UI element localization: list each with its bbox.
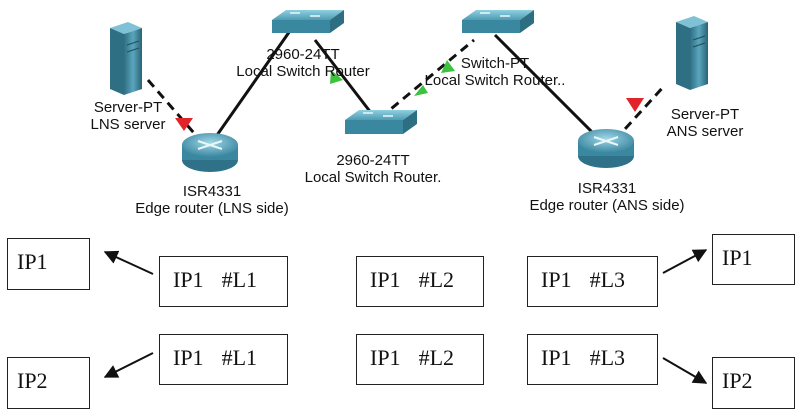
packet-ip: IP1 [541, 267, 572, 292]
ip-box-row2-left: IP2 [7, 357, 90, 409]
device-label-switch-top-left: 2960-24TT Local Switch Router [236, 46, 369, 80]
link-router-left-switch-top-left [213, 27, 294, 139]
router-icon[interactable] [182, 133, 238, 172]
packet-ip: IP1 [173, 345, 204, 370]
ip-box-row2-right: IP2 [712, 357, 795, 409]
link-server-left-router-left [146, 79, 202, 141]
switch-icon[interactable] [345, 110, 417, 134]
switch-icon[interactable] [462, 10, 534, 33]
ip-box-row1-left: IP1 [7, 238, 90, 290]
ip-label: IP2 [17, 368, 48, 393]
status-down-indicator [626, 98, 644, 112]
packet-tag-box-l2-row1: IP1 #L2 [356, 256, 484, 307]
status-up-indicator [414, 85, 428, 96]
device-label-router-left: ISR4331 Edge router (LNS side) [135, 183, 288, 217]
arrow-row1-right [662, 249, 708, 274]
device-description: LNS server [90, 116, 166, 133]
device-name: Switch-PT [460, 55, 530, 72]
ip-label: IP1 [17, 249, 48, 274]
ip-box-row1-right: IP1 [712, 234, 795, 285]
status-down-indicator [175, 118, 193, 131]
packet-ip: IP1 [370, 267, 401, 292]
arrow-row2-left [103, 352, 154, 378]
device-description: Edge router (ANS side) [529, 197, 685, 214]
device-label-switch-top-right: Switch-PT Local Switch Router.. [425, 55, 566, 89]
topology-canvas [110, 10, 708, 172]
links [146, 27, 667, 147]
packet-tag-box-l3-row2: IP1 #L3 [527, 334, 658, 385]
packet-label: #L2 [418, 345, 455, 370]
device-description: Local Switch Router. [304, 169, 442, 186]
arrow-row2-right [662, 357, 708, 384]
packet-ip: IP1 [173, 267, 204, 292]
packet-tag-box-l2-row2: IP1 #L2 [356, 334, 484, 385]
device-name: Server-PT [670, 106, 740, 123]
ip-label: IP1 [722, 245, 753, 270]
server-icon[interactable] [110, 22, 142, 95]
packet-label: #L1 [221, 345, 258, 370]
status-up-indicator [330, 70, 343, 84]
link-router-right-server-right [613, 83, 667, 142]
packet-label: #L3 [589, 345, 626, 370]
device-name: 2960-24TT [266, 46, 340, 63]
link-switch-mid-switch-top-right [379, 38, 475, 120]
device-name: ISR4331 [577, 180, 637, 197]
packet-label: #L1 [221, 267, 258, 292]
packet-tag-box-l1-row1: IP1 #L1 [159, 256, 288, 307]
device-description: Local Switch Router [236, 63, 370, 80]
device-label-server-right: Server-PT ANS server [667, 106, 744, 140]
link-switch-top-right-router-right [493, 33, 607, 147]
link-switch-top-left-switch-mid [313, 39, 377, 119]
arrow-row1-left [103, 250, 154, 275]
router-icon[interactable] [578, 129, 634, 168]
device-label-server-left: Server-PT LNS server [90, 99, 165, 133]
packet-tag-box-l3-row1: IP1 #L3 [527, 256, 658, 307]
device-description: Local Switch Router.. [424, 72, 566, 89]
packet-label: #L2 [418, 267, 455, 292]
packet-tag-box-l1-row2: IP1 #L1 [159, 334, 288, 385]
device-name: ISR4331 [182, 183, 242, 200]
device-name: Server-PT [93, 99, 163, 116]
link-status-indicators [175, 60, 644, 131]
switch-icon[interactable] [272, 10, 344, 33]
server-icon[interactable] [676, 16, 708, 90]
device-description: ANS server [666, 123, 744, 140]
device-label-router-right: ISR4331 Edge router (ANS side) [529, 180, 684, 214]
packet-label: #L3 [589, 267, 626, 292]
packet-ip: IP1 [370, 345, 401, 370]
device-label-switch-mid: 2960-24TT Local Switch Router. [305, 152, 442, 186]
packet-ip: IP1 [541, 345, 572, 370]
device-description: Edge router (LNS side) [135, 200, 289, 217]
status-up-indicator [441, 60, 455, 73]
device-name: 2960-24TT [336, 152, 410, 169]
ip-label: IP2 [722, 368, 753, 393]
